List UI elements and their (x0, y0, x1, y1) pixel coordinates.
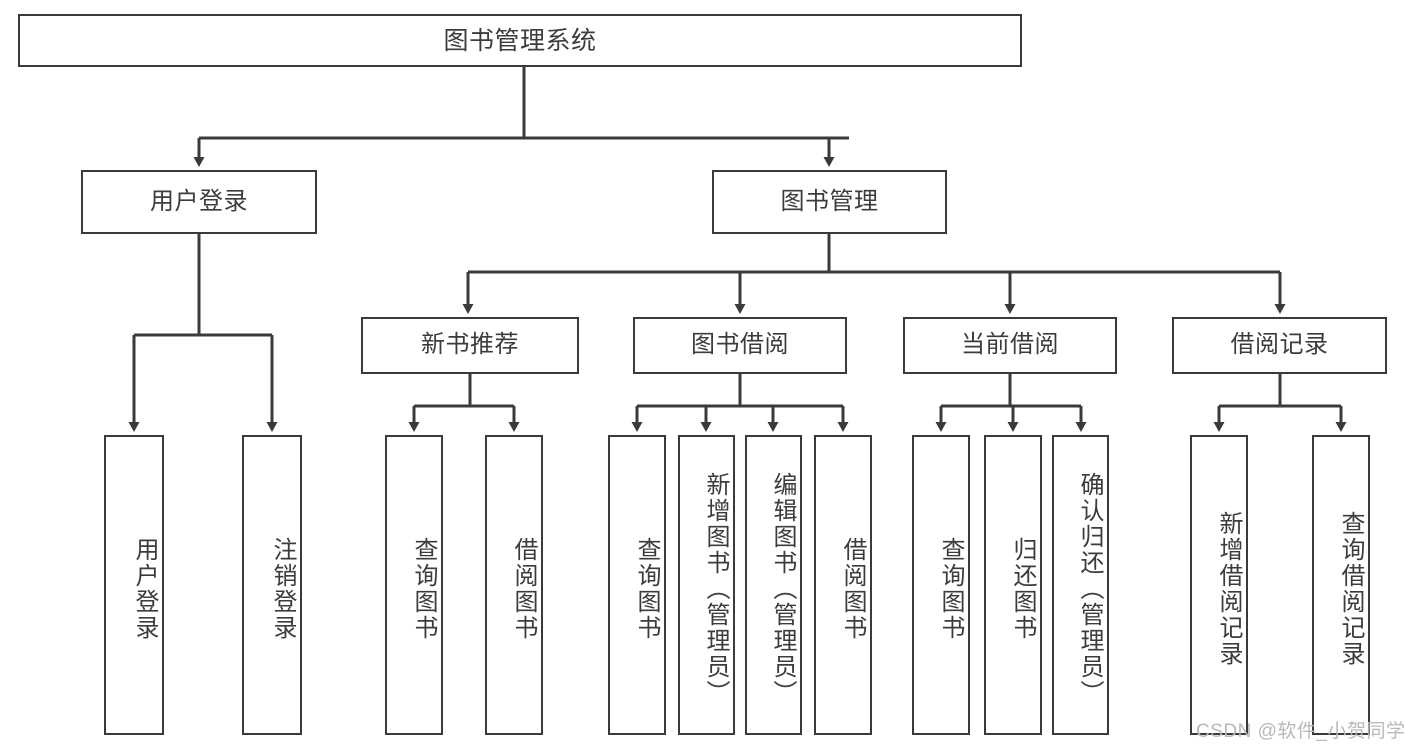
leaf-logout[interactable]: 注销登录 (242, 435, 302, 735)
leaf-add-book-admin[interactable]: 新增图书（管理员） (678, 435, 735, 735)
leaf-confirm-return-admin[interactable]: 确认归还（管理员） (1052, 435, 1109, 735)
node-current-borrow[interactable]: 当前借阅 (903, 317, 1117, 374)
node-book-borrow[interactable]: 图书借阅 (633, 317, 847, 374)
leaf-query-book-borrow[interactable]: 查询图书 (608, 435, 666, 735)
node-book-management[interactable]: 图书管理 (712, 170, 947, 234)
csdn-watermark: CSDN @软件_小贺同学 (1196, 721, 1405, 742)
leaf-query-borrow-record[interactable]: 查询借阅记录 (1312, 435, 1370, 735)
leaf-query-book-newbook[interactable]: 查询图书 (385, 435, 443, 735)
leaf-edit-book-admin[interactable]: 编辑图书（管理员） (745, 435, 802, 735)
node-root[interactable]: 图书管理系统 (18, 14, 1022, 67)
leaf-borrow-book[interactable]: 借阅图书 (814, 435, 872, 735)
leaf-add-borrow-record[interactable]: 新增借阅记录 (1190, 435, 1248, 735)
leaf-return-book[interactable]: 归还图书 (984, 435, 1042, 735)
leaf-borrow-book-newbook[interactable]: 借阅图书 (485, 435, 543, 735)
leaf-user-login[interactable]: 用户登录 (104, 435, 164, 735)
node-user-login[interactable]: 用户登录 (81, 170, 317, 234)
node-new-book-recommend[interactable]: 新书推荐 (361, 317, 579, 374)
leaf-query-book-current[interactable]: 查询图书 (912, 435, 970, 735)
node-borrow-records[interactable]: 借阅记录 (1172, 317, 1387, 374)
